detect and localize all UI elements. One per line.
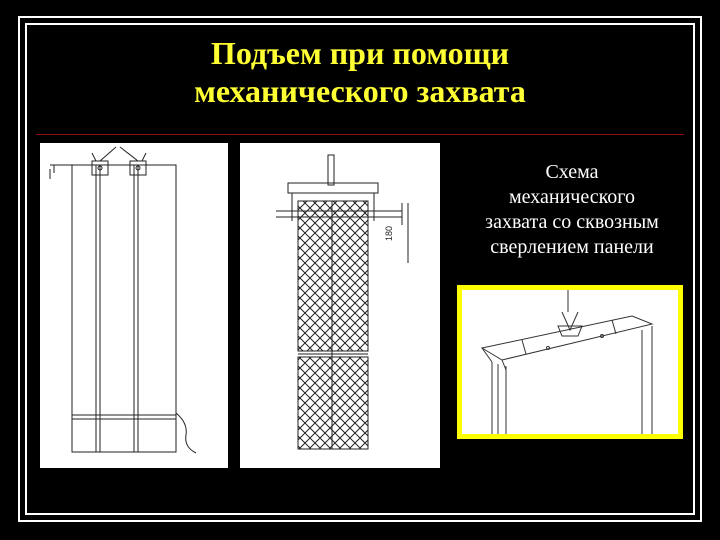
caption-line-3: захвата со сквозным bbox=[485, 211, 659, 233]
slide-border-outer bbox=[18, 16, 702, 522]
title-divider bbox=[36, 134, 684, 135]
gripper-photo-svg bbox=[480, 290, 654, 434]
gripper-photo-frame bbox=[457, 285, 683, 439]
gripper-section-drawing: 180 bbox=[240, 143, 440, 468]
panel-elevation-svg bbox=[49, 146, 197, 454]
gripper-photo bbox=[462, 290, 678, 434]
title-line-1: Подъем при помощи bbox=[210, 35, 510, 71]
caption-line-1: Схема bbox=[545, 161, 599, 183]
panel-elevation-drawing bbox=[40, 143, 228, 468]
slide-border-inner bbox=[25, 23, 695, 515]
caption-line-4: сверлением панели bbox=[490, 236, 654, 258]
dimension-label: 180 bbox=[384, 226, 394, 241]
diagram-caption: Схема механического захвата со сквозным … bbox=[446, 160, 698, 260]
gripper-section-svg: 180 bbox=[276, 154, 409, 450]
title-line-2: механического захвата bbox=[194, 73, 526, 109]
slide-title: Подъем при помощи механического захвата bbox=[60, 34, 660, 110]
caption-line-2: механического bbox=[508, 186, 635, 208]
